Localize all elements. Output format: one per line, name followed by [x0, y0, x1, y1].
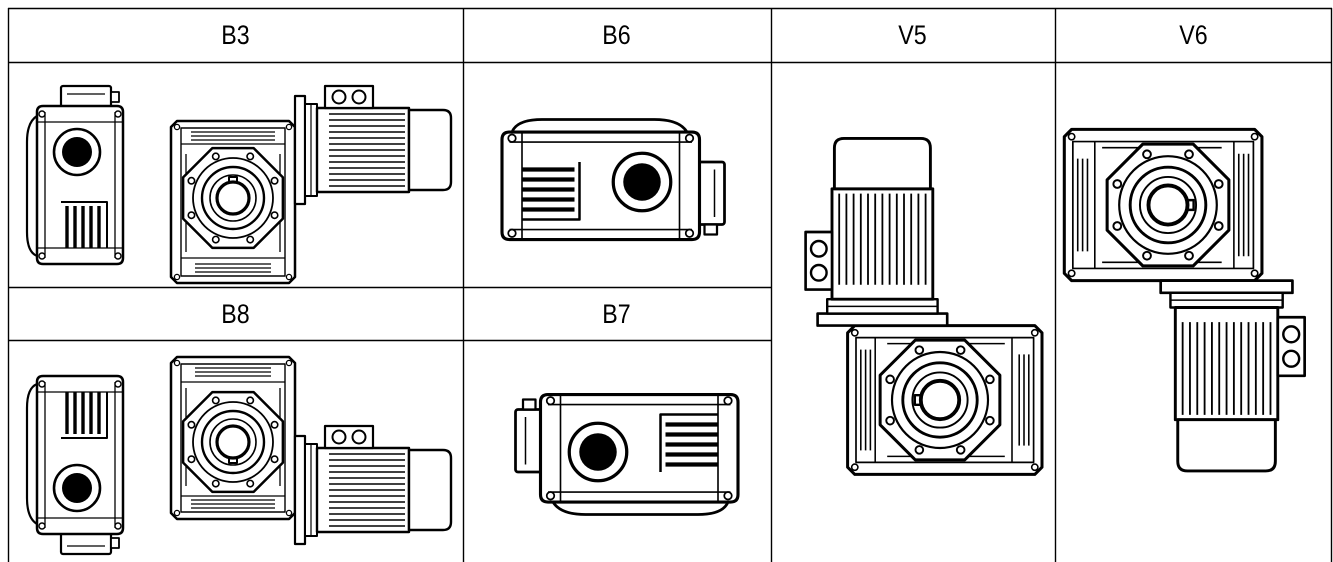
header-cell-b8: B8 [8, 287, 463, 340]
b3-gearbox-side-view [25, 84, 125, 266]
b3-gearbox-housing [169, 119, 297, 285]
position-label-b8: B8 [221, 299, 250, 329]
b7-gearbox-view [516, 395, 739, 515]
v6-gearbox-housing [1062, 127, 1264, 283]
v5-drawing [804, 136, 1044, 477]
table-grid [7, 7, 1333, 562]
header-cell-b7: B7 [463, 287, 771, 340]
b7-drawing [516, 395, 739, 515]
header-cell-v6: V6 [1055, 8, 1332, 62]
v6-motor [1159, 279, 1307, 473]
header-cell-b6: B6 [463, 8, 771, 62]
b3-drawing [25, 84, 453, 285]
b8-gearbox-side-view [25, 374, 125, 556]
b8-drawing [25, 355, 453, 556]
b6-drawing [502, 120, 725, 240]
v6-drawing [1062, 127, 1307, 473]
header-cell-b3: B3 [8, 8, 463, 62]
header-cell-v5: V5 [771, 8, 1055, 62]
b3-motor [293, 84, 453, 206]
position-label-v6: V6 [1179, 20, 1208, 50]
b3-gearmotor-front-view [169, 84, 453, 285]
position-label-b3: B3 [221, 20, 250, 50]
v5-motor [804, 136, 949, 328]
position-label-b7: B7 [602, 299, 632, 329]
b8-gearbox-housing [169, 355, 297, 521]
b6-gearbox-view [502, 120, 725, 240]
v5-gearbox-housing [845, 323, 1044, 477]
b8-motor [293, 424, 453, 546]
position-label-v5: V5 [898, 20, 928, 50]
position-label-b6: B6 [602, 20, 632, 50]
